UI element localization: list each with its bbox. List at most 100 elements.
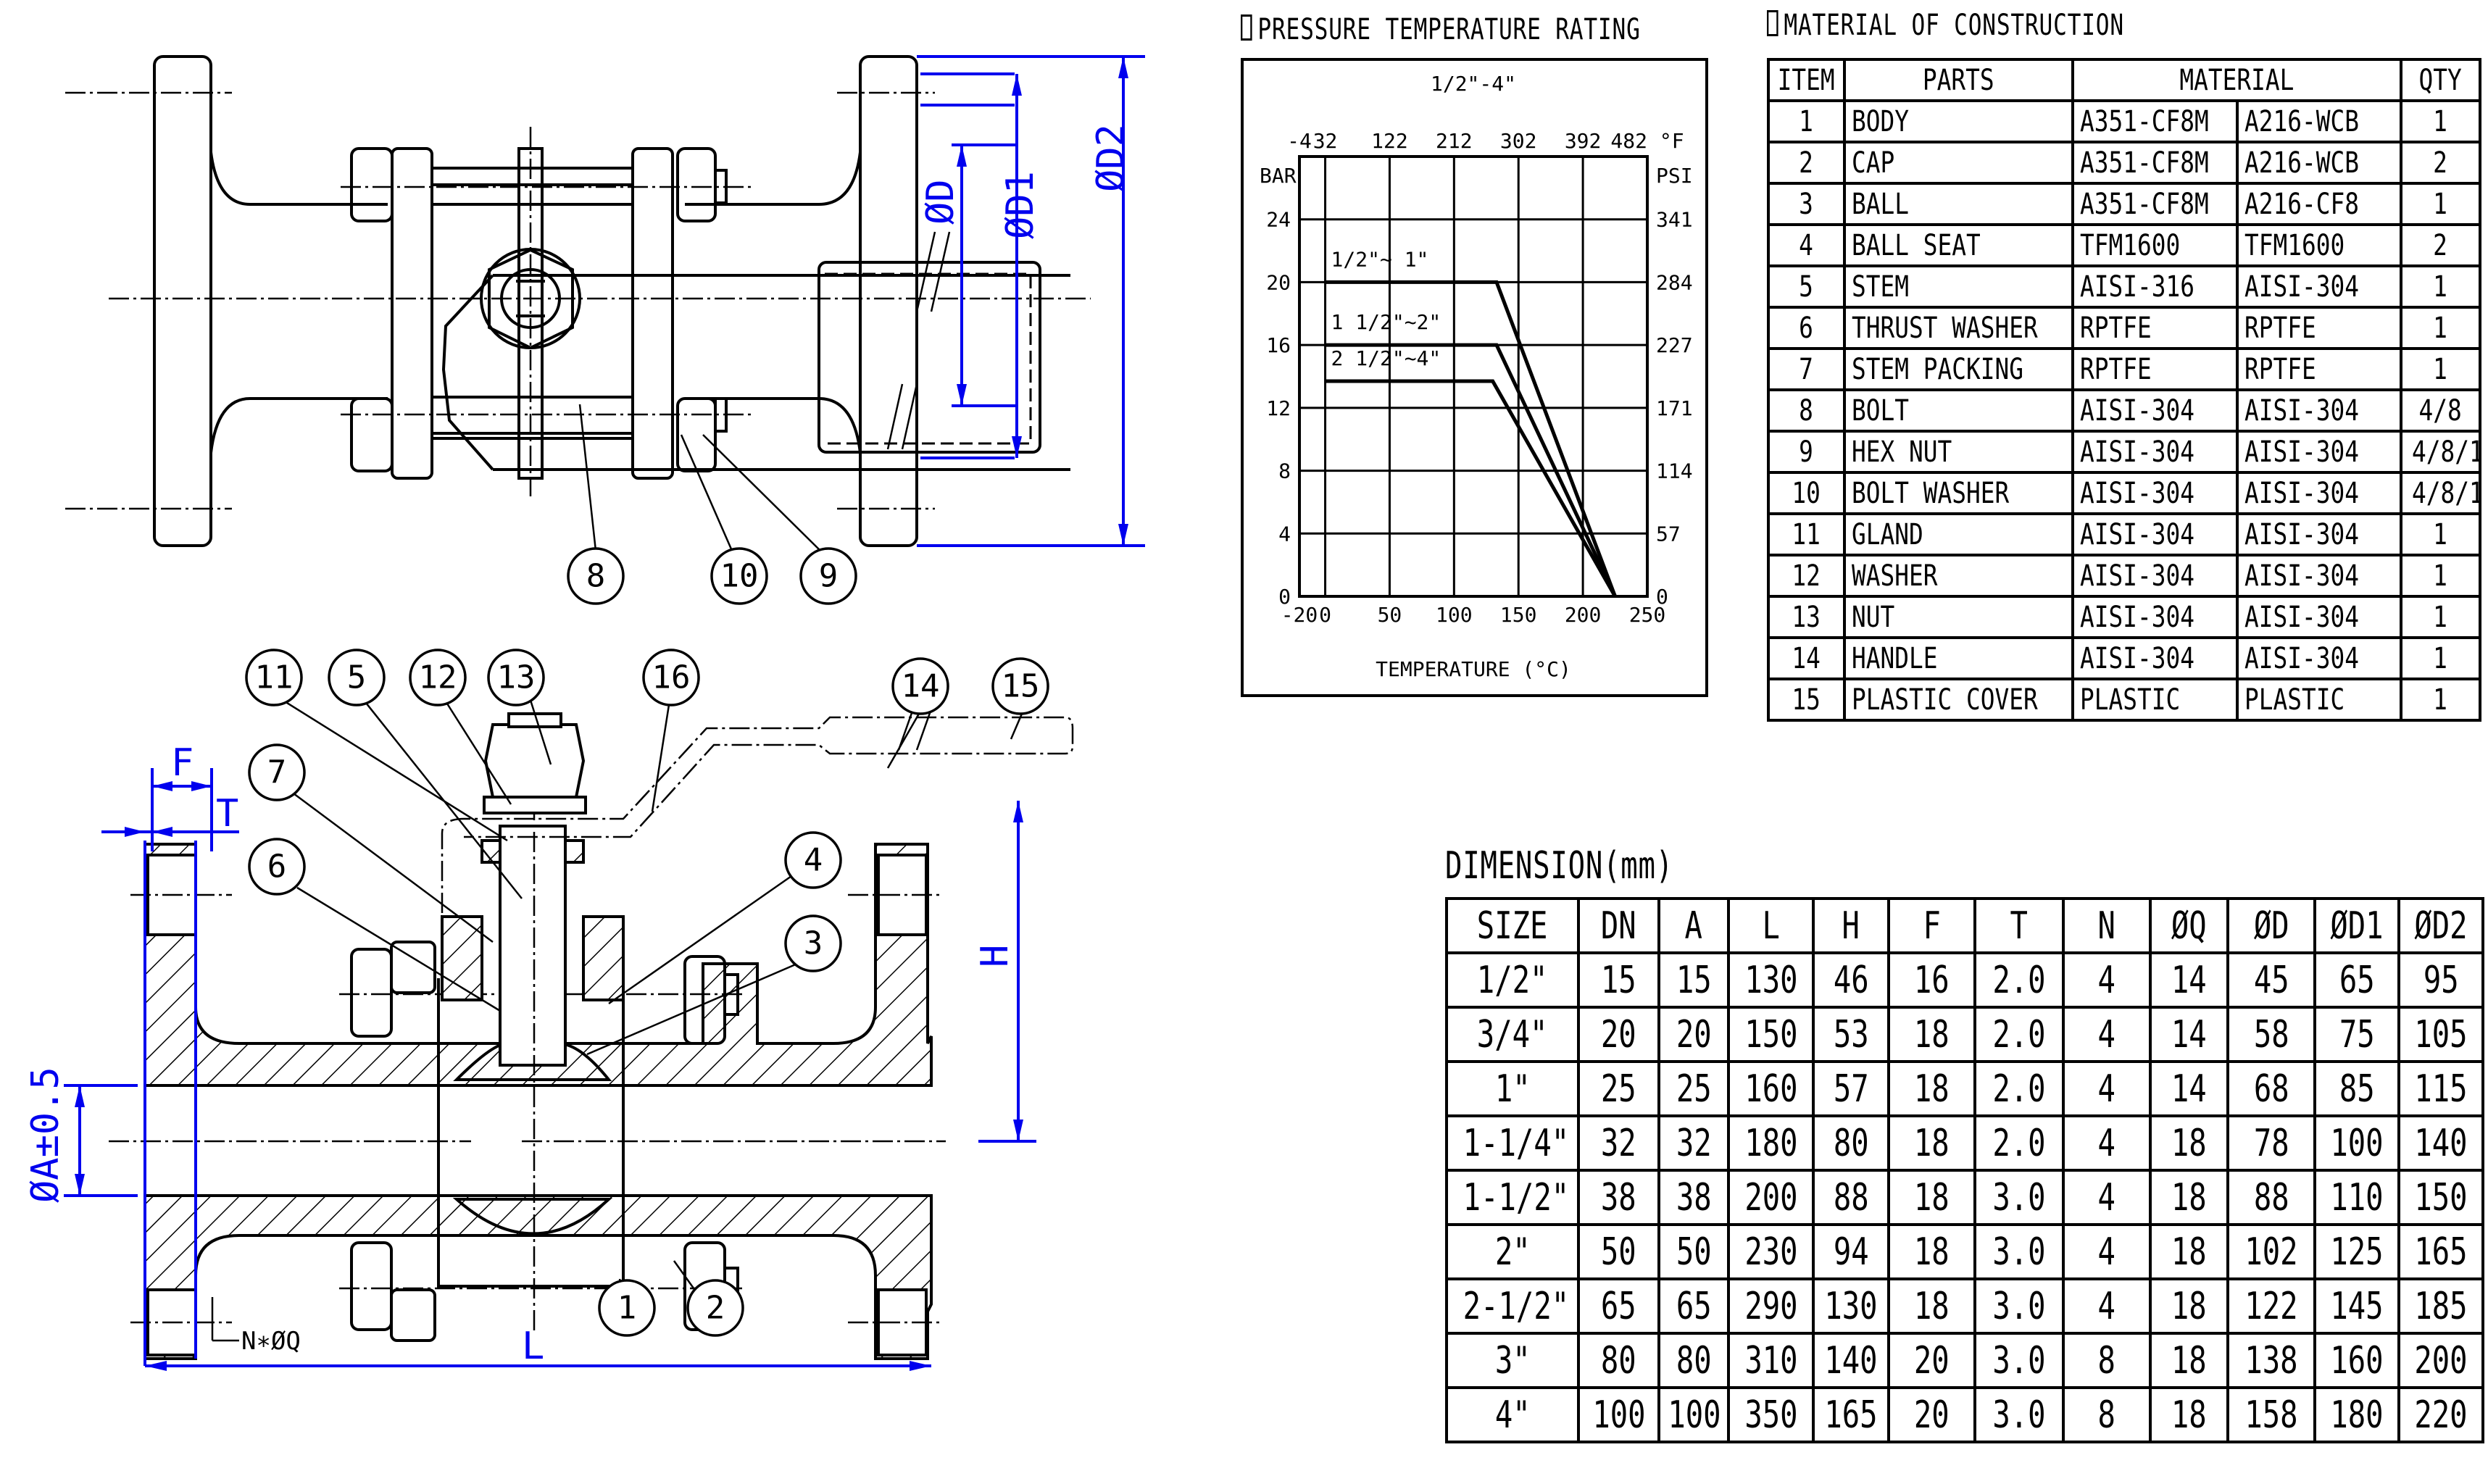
dimension-cell: 80: [1577, 1332, 1660, 1389]
callout-15: 15: [1002, 668, 1040, 705]
dimension-cell: 14: [2149, 1006, 2229, 1063]
part-name: HEX NUT: [1843, 430, 2074, 474]
dimension-cell: 32: [1577, 1114, 1660, 1172]
header-material: MATERIAL: [2071, 58, 2402, 102]
quantity: 1: [2400, 99, 2481, 143]
dimension-cell: 75: [2313, 1006, 2400, 1063]
size-cell: 2": [1445, 1223, 1580, 1280]
dimension-header-cell: H: [1812, 897, 1890, 954]
callout-11: 11: [255, 659, 294, 696]
dimension-cell: 220: [2397, 1386, 2484, 1443]
dimension-cell: 105: [2397, 1006, 2484, 1063]
material-stainless: AISI-316: [2071, 264, 2239, 309]
chart-title: 1/2"-4": [1431, 72, 1516, 96]
dimension-cell: 80: [1812, 1114, 1890, 1172]
y-axis-label-bar: BAR: [1260, 164, 1297, 188]
dim-label-NQ: N∗ØQ: [241, 1327, 301, 1356]
dimension-header-cell: ØD: [2226, 897, 2316, 954]
dimension-cell: 3.0: [1973, 1223, 2065, 1280]
item-number: 9: [1767, 430, 1846, 474]
pressure-chart-frame: [1241, 58, 1708, 697]
dimension-cell: 100: [2313, 1114, 2400, 1172]
dimension-cell: 68: [2226, 1060, 2316, 1117]
dim-label-H: H: [973, 945, 1017, 967]
quantity: 2: [2400, 141, 2481, 185]
size-cell: 1": [1445, 1060, 1580, 1117]
x-axis-label: TEMPERATURE (°C): [1376, 657, 1571, 681]
material-stainless: AISI-304: [2071, 388, 2239, 433]
item-number: 6: [1767, 306, 1846, 350]
dimension-cell: 18: [1887, 1060, 1976, 1117]
handle-top: [441, 274, 1070, 471]
dimension-cell: 2.0: [1973, 1006, 2065, 1063]
dimension-cell: 14: [2149, 951, 2229, 1009]
y-right-tick-label: 0: [1656, 585, 1668, 609]
dimension-cell: 200: [2397, 1332, 2484, 1389]
material-stainless: PLASTIC: [2071, 678, 2239, 722]
ball-lower: [452, 1198, 613, 1235]
series-line: [1325, 343, 1617, 598]
dimension-cell: 20: [1887, 1386, 1976, 1443]
x-tick-label: 250: [1629, 603, 1666, 627]
dimension-cell: 8: [2062, 1332, 2152, 1389]
dimension-cell: 95: [2397, 951, 2484, 1009]
x-top-tick-label: 392: [1565, 129, 1602, 153]
stem: [499, 825, 567, 1067]
dimension-cell: 2.0: [1973, 951, 2065, 1009]
body-neck-top-right: [685, 151, 862, 206]
dimension-cell: 20: [1657, 1006, 1730, 1063]
y-tick-label: 24: [1266, 208, 1291, 232]
part-name: BODY: [1843, 99, 2074, 143]
x-top-tick-label: 122: [1371, 129, 1408, 153]
part-name: WASHER: [1843, 554, 2074, 598]
hex-nut: [350, 1241, 393, 1331]
dimension-cell: 125: [2313, 1223, 2400, 1280]
material-stainless: AISI-304: [2071, 430, 2239, 474]
series-label: 1 1/2"~2": [1331, 310, 1441, 334]
dimension-cell: 16: [1887, 951, 1976, 1009]
quantity: 1: [2400, 182, 2481, 226]
callout-13: 13: [497, 659, 536, 696]
part-name: CAP: [1843, 141, 2074, 185]
x-tick-label: -20: [1281, 603, 1318, 627]
dimension-header-cell: SIZE: [1445, 897, 1580, 954]
dimension-cell: 88: [2226, 1169, 2316, 1226]
callouts-left: 7 6: [248, 743, 306, 896]
material-carbon: AISI-304: [2236, 264, 2402, 309]
item-number: 13: [1767, 595, 1846, 639]
part-name: GLAND: [1843, 512, 2074, 556]
item-number: 8: [1767, 388, 1846, 433]
part-name: STEM: [1843, 264, 2074, 309]
dimension-cell: 110: [2313, 1169, 2400, 1226]
item-number: 3: [1767, 182, 1846, 226]
hex-nut: [350, 397, 394, 472]
series-line: [1325, 280, 1617, 597]
material-carbon: A216-WCB: [2236, 141, 2402, 185]
part-name: BOLT: [1843, 388, 2074, 433]
series-label: 2 1/2"~4": [1331, 346, 1441, 370]
x-tick-label: 200: [1565, 603, 1602, 627]
callouts-top: 11 5 12 13 16 14 15: [245, 649, 1049, 715]
dimension-cell: 4: [2062, 1060, 2152, 1117]
callout-14: 14: [902, 668, 940, 705]
dim-label-F: F: [171, 741, 194, 785]
pressure-chart-title-text: PRESSURE TEMPERATURE RATING: [1257, 13, 1641, 46]
dimension-cell: 18: [1887, 1114, 1976, 1172]
x-top-tick-label: 212: [1436, 129, 1473, 153]
part-name: PLASTIC COVER: [1843, 678, 2074, 722]
dimension-cell: 53: [1812, 1006, 1890, 1063]
dimension-cell: 185: [2397, 1277, 2484, 1335]
part-name: THRUST WASHER: [1843, 306, 2074, 350]
dimension-cell: 200: [1727, 1169, 1815, 1226]
dim-label-T: T: [216, 792, 238, 835]
dimension-cell: 57: [1812, 1060, 1890, 1117]
